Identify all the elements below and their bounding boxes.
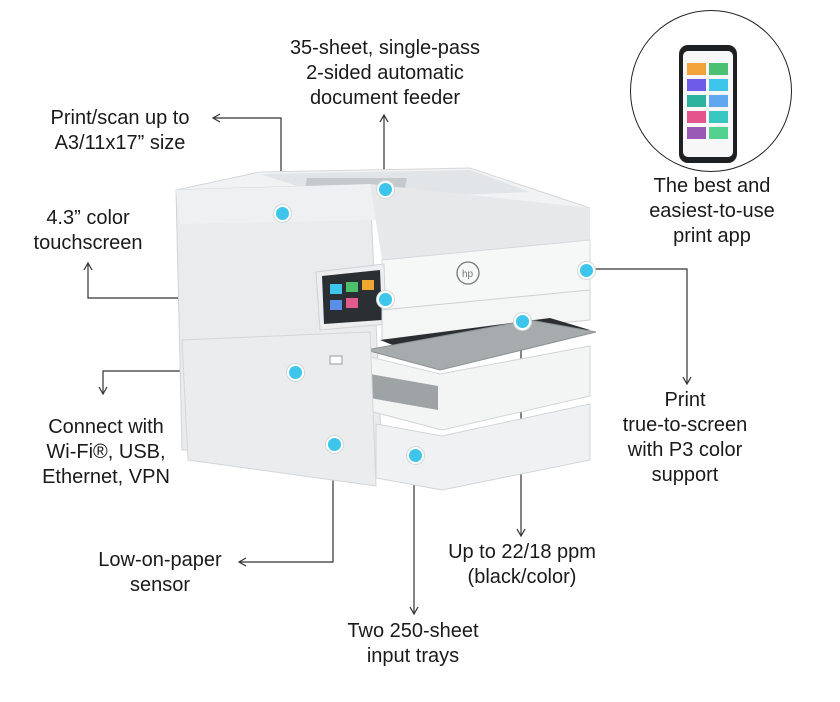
callout-dot-sensor [326, 436, 343, 453]
smartphone-app-icon [630, 10, 792, 172]
callout-dot-connect [287, 364, 304, 381]
callout-dot-trays [407, 447, 424, 464]
printer-illustration: hp [175, 167, 597, 491]
callout-dot-touchscreen [377, 291, 394, 308]
callout-dot-adf [377, 181, 394, 198]
callout-dot-true-to-screen [578, 262, 595, 279]
hp-logo [456, 261, 480, 285]
label-speed: Up to 22/18 ppm(black/color) [448, 541, 596, 588]
svg-text:hp: hp [462, 269, 474, 280]
callout-dot-print-scan [274, 205, 291, 222]
callout-dot-speed [514, 313, 531, 330]
